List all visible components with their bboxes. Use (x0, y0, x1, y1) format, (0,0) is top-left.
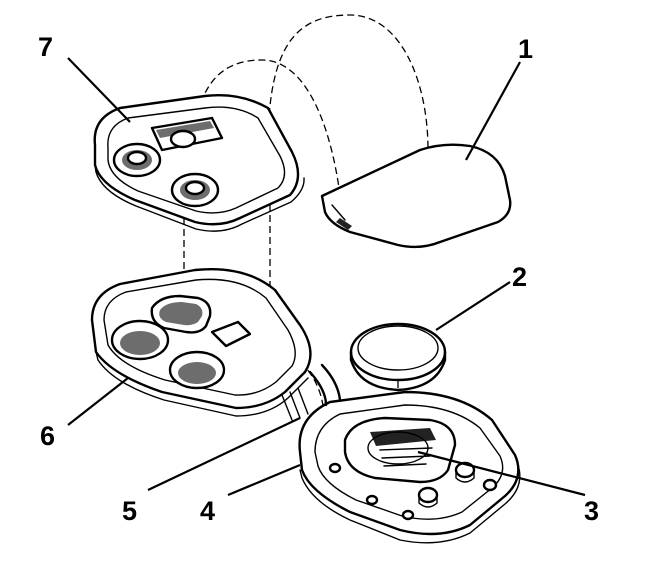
callout-6: 6 (40, 421, 55, 451)
leader-3 (417, 450, 586, 497)
leader-4 (227, 463, 301, 497)
coin-battery (349, 322, 447, 392)
leader-6 (67, 377, 129, 426)
callout-2: 2 (512, 262, 527, 292)
leader-1 (465, 61, 521, 161)
callout-1: 1 (518, 34, 533, 64)
callout-5: 5 (122, 496, 137, 526)
leader-2 (435, 281, 511, 331)
leader-5 (147, 417, 301, 491)
leader-lines (67, 57, 586, 497)
lower-housing (298, 363, 521, 544)
callout-4: 4 (200, 496, 215, 526)
callout-7: 7 (38, 32, 53, 62)
callout-3: 3 (584, 496, 599, 526)
upper-housing (90, 268, 312, 421)
label-decal (320, 143, 512, 249)
keypad-cover (93, 94, 305, 232)
callout-labels: 7 1 2 3 4 5 6 (38, 32, 599, 526)
leader-7 (67, 57, 131, 123)
